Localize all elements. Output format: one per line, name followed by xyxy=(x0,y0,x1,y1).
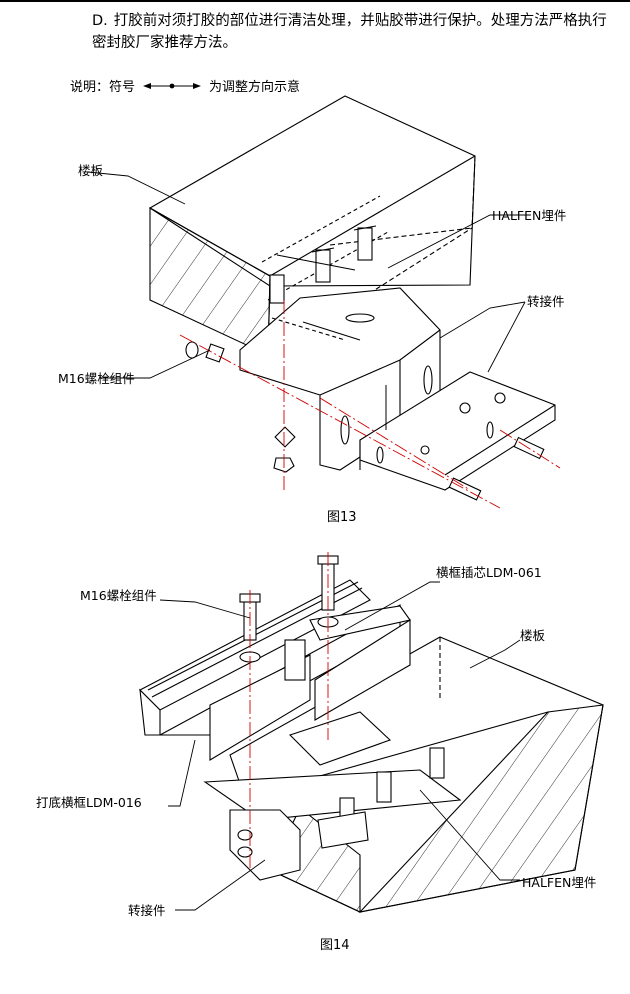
legend: 说明：符号 为调整方向示意 xyxy=(70,76,300,95)
fig14-caption: 图14 xyxy=(320,938,350,953)
legend-prefix: 说明：符号 xyxy=(70,80,136,95)
adjust-arrows-fig13 xyxy=(276,254,387,430)
leaders-fig13 xyxy=(87,171,530,379)
fig14-label-adapter: 转接件 xyxy=(128,903,166,918)
embed-plate-fig14 xyxy=(203,711,462,827)
note-label: D. xyxy=(92,13,108,29)
t-bolts-fig13 xyxy=(269,225,377,304)
fig14-label-base: 打底横框LDM-016 xyxy=(36,795,142,810)
adapter-fig14 xyxy=(229,809,369,881)
leaders-fig14 xyxy=(159,581,521,911)
adapter-bracket-2 xyxy=(359,371,556,491)
note-text: 打胶前对须打胶的部位进行清洁处理，并贴胶带进行保护。处理方法严格执行密封胶厂家推… xyxy=(92,13,607,51)
center-lines-fig14 xyxy=(249,552,329,870)
fig14-label-bolt: M16螺栓组件 xyxy=(80,588,157,603)
fig14-label-halfen: HALFEN埋件 xyxy=(522,875,597,890)
fig13-label-slab: 楼板 xyxy=(78,163,104,178)
center-lines-fig13 xyxy=(179,300,561,509)
double-arrow-icon xyxy=(143,82,202,89)
fig14-label-slab: 楼板 xyxy=(520,628,546,643)
note-paragraph: D.打胶前对须打胶的部位进行清洁处理，并贴胶带进行保护。处理方法严格执行密封胶厂… xyxy=(92,10,612,54)
fig13-caption: 图13 xyxy=(327,510,357,525)
fig14-label-core: 横框插芯LDM-061 xyxy=(436,565,542,580)
legend-suffix: 为调整方向示意 xyxy=(209,80,301,95)
transom-insert-fig14 xyxy=(284,605,411,721)
fig13-label-halfen: HALFEN埋件 xyxy=(492,208,567,223)
fig13-label-bolt: M16螺栓组件 xyxy=(58,371,135,386)
top-rule xyxy=(0,0,630,2)
fig13-label-adapter: 转接件 xyxy=(527,294,565,309)
